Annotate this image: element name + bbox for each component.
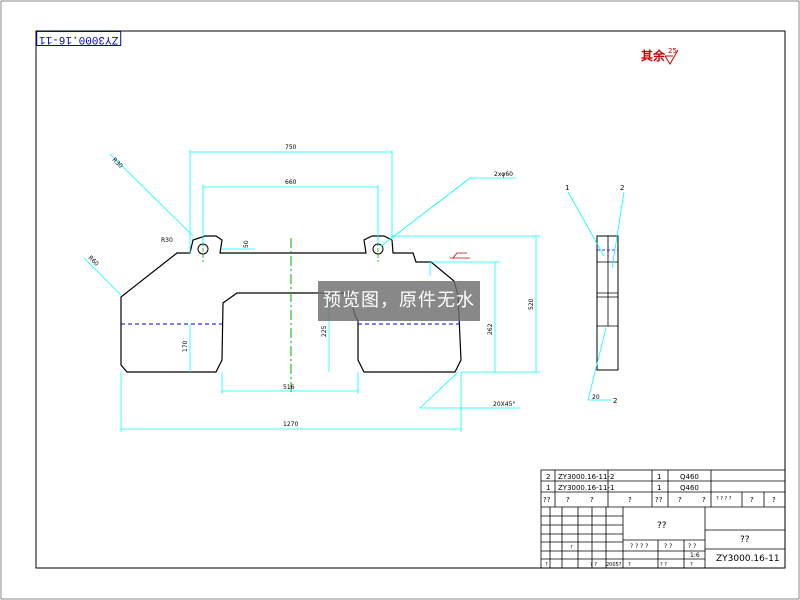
roughness-value: 25 — [668, 47, 677, 55]
drawing-frame — [35, 30, 786, 569]
dim-angle-left: R30 — [111, 156, 124, 169]
dim-left-chamfer: R60 — [87, 254, 100, 267]
scale-value: 1:6 — [690, 552, 700, 559]
preview-watermark: 预览图，原件无水印 — [318, 281, 480, 351]
dim-hole-size: 2xφ60 — [494, 171, 513, 178]
company-name: ?? — [740, 535, 750, 545]
header-col-6: ? — [678, 496, 682, 504]
dim-slot-width: 516 — [283, 384, 295, 391]
side-weld-mark: 2 — [613, 397, 617, 405]
bottom-label-1: ? — [545, 562, 548, 568]
mirrored-code-label: ZY3000.16-11 — [36, 31, 122, 46]
side-view — [567, 191, 625, 401]
sheet-label-2: ? ? — [664, 543, 672, 550]
header-col-4: ? — [628, 496, 632, 504]
part-row-2-no: 2 — [546, 473, 550, 481]
dim-right-height: 262 — [487, 323, 494, 335]
roughness-note: 其余 — [641, 48, 666, 63]
part-row-1-code: ZY3000.16-11-1 — [558, 484, 614, 492]
side-note: 20 — [592, 394, 600, 401]
part-row-1-material: Q460 — [680, 484, 699, 492]
roughness-symbol — [664, 49, 679, 65]
title-block — [540, 469, 786, 569]
header-col-10: ? — [772, 496, 776, 504]
side-callout-1: 1 — [565, 184, 569, 192]
bottom-label-5: ? — [628, 562, 631, 568]
dim-hole-spacing: 660 — [285, 179, 297, 186]
dim-top-left: R30 — [161, 237, 173, 244]
bottom-label-4: 2005? — [606, 562, 622, 568]
dim-total-width: 1270 — [283, 421, 298, 428]
part-row-2-code: ZY3000.16-11-2 — [558, 473, 614, 481]
sheet-label-3: ? ? — [688, 543, 696, 550]
dim-top-width: 750 — [285, 144, 297, 151]
header-col-2: ? — [566, 496, 570, 504]
drawing-number: ZY3000.16-11 — [716, 554, 780, 564]
header-col-9: ? — [750, 496, 754, 504]
bottom-label-6: ? ? — [660, 562, 667, 568]
dimension-lines — [83, 150, 540, 432]
part-row-1-no: 1 — [546, 484, 550, 492]
part-row-2-qty: 1 — [657, 473, 661, 481]
header-col-8: ? ? ? ? — [716, 496, 732, 502]
dim-total-height: 520 — [528, 298, 535, 310]
bottom-label-7: ? — [690, 562, 693, 568]
dim-lower-height: 170 — [182, 340, 189, 352]
weld-flag-symbol — [450, 252, 470, 259]
side-callout-2: 2 — [620, 184, 624, 192]
drawing-name: ?? — [657, 521, 667, 531]
bottom-label-3: ? ? — [590, 562, 597, 568]
header-col-1: ?? — [543, 496, 551, 504]
header-col-5: ?? — [655, 496, 663, 504]
sheet-label-1: ? ? ? ? — [630, 543, 648, 550]
dim-chamfer-note: 20X45° — [493, 401, 515, 408]
header-col-7: ? — [702, 496, 706, 504]
part-row-1-qty: 1 — [657, 484, 661, 492]
bottom-label-2: ? — [570, 545, 573, 551]
part-row-2-material: Q460 — [680, 473, 699, 481]
header-col-3: ? — [590, 496, 594, 504]
dim-notch-depth: 50 — [243, 240, 250, 248]
dim-mid-height: 225 — [321, 325, 328, 337]
